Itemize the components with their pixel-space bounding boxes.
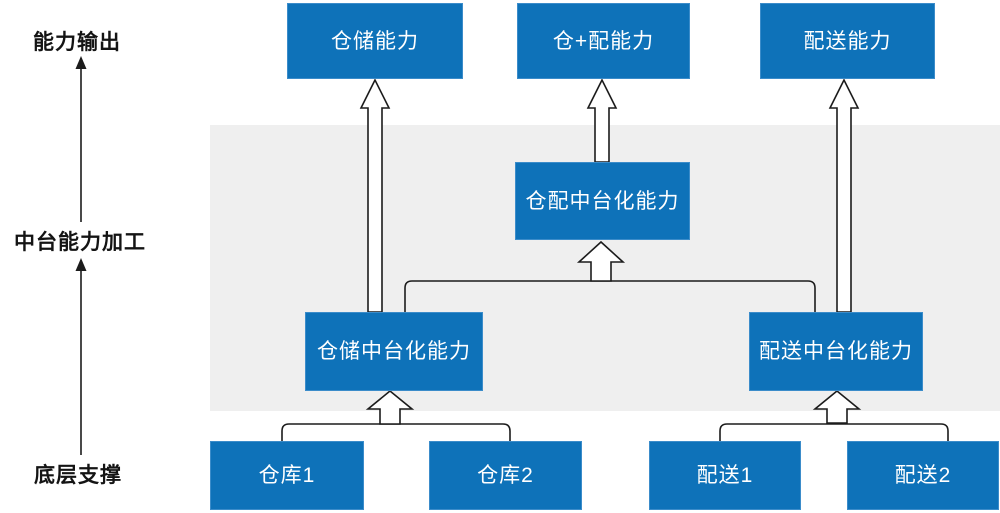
node-warehousing-capability: 仓储能力	[287, 3, 463, 79]
connector-warehouse-bracket	[281, 423, 511, 441]
block-arrow-warehouse-delivery-up-icon	[586, 78, 618, 163]
node-delivery-midplatform-capability: 配送中台化能力	[749, 312, 923, 391]
block-arrow-delivery-up-icon	[828, 78, 860, 313]
connector-midplatform-elbow	[404, 280, 816, 312]
node-warehouse-plus-delivery-capability: 仓+配能力	[517, 3, 690, 79]
node-delivery-capability: 配送能力	[760, 3, 935, 79]
axis-arrow-foundation-to-processing-head	[75, 258, 87, 271]
block-arrow-into-warehousing-midplatform-icon	[365, 389, 415, 425]
node-warehouse-delivery-midplatform-capability: 仓配中台化能力	[515, 162, 690, 240]
node-warehouse-1: 仓库1	[210, 441, 364, 510]
node-delivery-2: 配送2	[847, 441, 999, 510]
node-warehousing-midplatform-capability: 仓储中台化能力	[305, 312, 483, 391]
label-capability-output: 能力输出	[33, 31, 121, 54]
connector-delivery-bracket	[719, 423, 949, 441]
node-warehouse-2: 仓库2	[429, 441, 582, 510]
axis-arrow-processing-to-output-head	[75, 56, 87, 69]
block-arrow-into-central-midplatform-icon	[576, 240, 626, 282]
block-arrow-warehousing-up-icon	[359, 78, 391, 313]
block-arrow-into-delivery-midplatform-icon	[812, 389, 862, 424]
node-delivery-1: 配送1	[649, 441, 801, 510]
label-midplatform-processing: 中台能力加工	[14, 231, 146, 254]
label-foundation-support: 底层支撑	[34, 464, 122, 487]
